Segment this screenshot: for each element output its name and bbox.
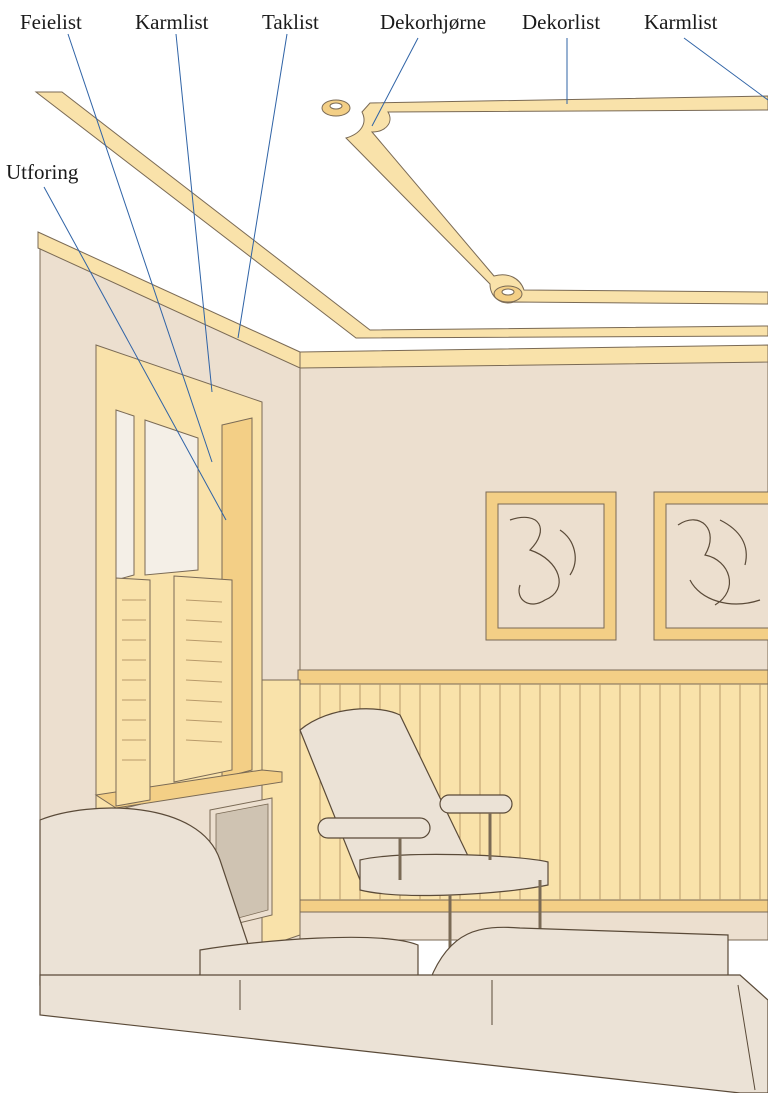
label-dekorhjorne: Dekorhjørne (380, 12, 486, 33)
picture-frame-1 (486, 492, 616, 640)
label-karmlist-2: Karmlist (644, 12, 718, 33)
shutter-right (174, 576, 232, 782)
ceiling-rosette-bottom (494, 286, 522, 302)
picture-frame-2 (654, 492, 768, 640)
window-glass-upper-left (116, 410, 134, 580)
label-feielist: Feielist (20, 12, 82, 33)
window-glass-upper-right (145, 420, 198, 575)
chair-rail-back (298, 670, 768, 684)
label-karmlist-1: Karmlist (135, 12, 209, 33)
label-utforing: Utforing (6, 162, 78, 183)
shutter-left (116, 578, 150, 806)
baseboard-back (300, 900, 768, 912)
label-dekorlist: Dekorlist (522, 12, 600, 33)
ceiling-rosette-top (322, 100, 350, 116)
label-taklist: Taklist (262, 12, 319, 33)
